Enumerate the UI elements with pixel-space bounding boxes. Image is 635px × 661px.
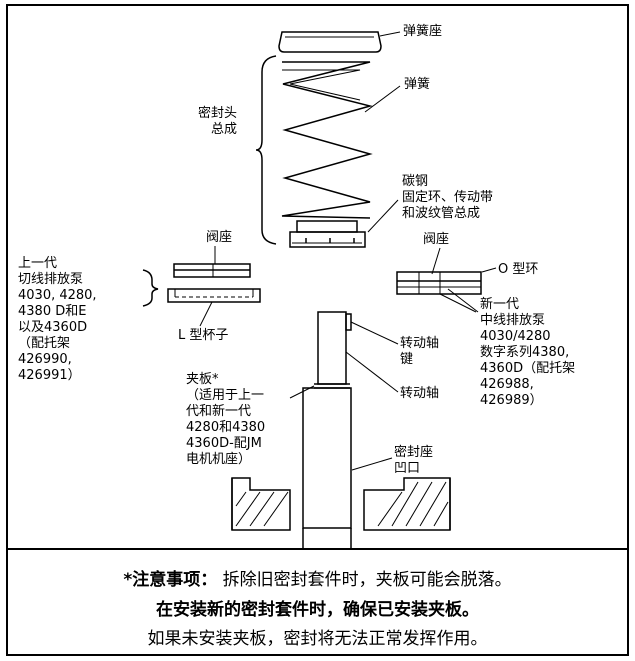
note-divider [6,548,629,550]
seal-head-assembly-label: 密封头 总成 [198,106,238,137]
right-valve-seat-label: 阀座 [423,232,450,247]
l-cup-part [167,288,261,303]
previous-gen-bracket [142,269,159,307]
carbon-steel-ring-label: 碳钢 固定环、传动带 和波纹管总成 [402,174,494,221]
seal-head-bracket [255,55,277,245]
shaft-key-label: 转动轴 键 [400,336,440,367]
carbon-steel-ring-part [289,220,366,248]
o-ring-label: O 型环 [498,262,539,277]
shaft-part [302,311,352,548]
seal-seat-recess-label: 密封座 凹口 [394,445,434,476]
right-valve-seat-part [396,271,482,295]
l-cup-label: L 型杯子 [178,328,229,343]
caution-line2: 在安装新的密封套件时，确保已安装夹板。 [156,600,479,620]
spring-seat-part [278,31,382,53]
leader-lines [199,31,497,471]
left-valve-seat-label: 阀座 [206,230,233,245]
figure-frame [6,4,629,656]
caution-title: *注意事项： [123,570,218,590]
caution-note: *注意事项： 拆除旧密封套件时，夹板可能会脱落。 [6,565,629,590]
spring-part [281,61,373,219]
seal-seat-base [231,477,451,531]
spring-seat-label: 弹簧座 [403,24,443,39]
caution-line1: 拆除旧密封套件时，夹板可能会脱落。 [217,570,512,590]
previous-gen-label: 上一代 切线排放泵 4030, 4280, 4380 D和E 以及4360D （… [18,256,97,383]
caution-line3: 如果未安装夹板，密封将无法正常发挥作用。 [147,629,488,649]
left-valve-seat-part [173,263,251,278]
new-gen-label: 新一代 中线排放泵 4030/4280 数字系列4380, 4360D（配托架 … [480,297,576,408]
spring-label: 弹簧 [404,77,431,92]
shaft-label: 转动轴 [400,386,440,401]
clamp-plate-label: 夹板* （适用于上一 代和新一代 4280和4380 4360D-配JM 电机机… [186,372,266,467]
